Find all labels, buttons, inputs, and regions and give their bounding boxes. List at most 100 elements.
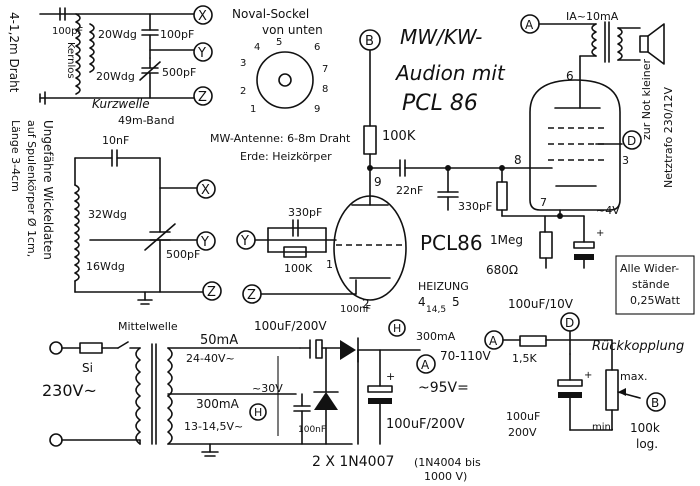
- coupling-cap-label: 22nF: [396, 184, 423, 197]
- terminal-a-supply: A: [421, 358, 430, 372]
- mittelwelle-label: Mittelwelle: [118, 320, 178, 333]
- cathode-voltage-label: ~4V: [596, 204, 620, 217]
- kw-coil-left: [75, 13, 81, 95]
- diode-note-1: (1N4004 bis: [414, 456, 481, 469]
- title-line3: PCL 86: [402, 91, 478, 116]
- terminal-a-top: A: [525, 18, 534, 32]
- cap-big-label: 100uF/200V: [386, 417, 465, 432]
- terminal-y-grid: Y: [240, 234, 249, 249]
- heater-current: 300mA: [416, 330, 456, 343]
- shortwave-section: 100pF Kernlos 20Wdg 20Wdg 100pF 500pF Ku…: [39, 5, 213, 127]
- wire-note: 4-1,2m Draht: [7, 12, 21, 93]
- cathode-cap-label: 100uF/10V: [508, 297, 574, 311]
- resistor-note-1: Alle Wider-: [620, 262, 679, 275]
- secondary-heater: [167, 395, 173, 445]
- plate-resistor-label: 100K: [382, 129, 416, 144]
- cathode-680-label: 680Ω: [486, 263, 518, 277]
- pin8-label: 8: [514, 153, 522, 167]
- pot-label-2: log.: [636, 437, 658, 451]
- voltage1-label: 24-40V~: [186, 352, 235, 365]
- feedback-cap-1: 100uF: [506, 410, 540, 423]
- kurzwelle-label: Kurzwelle: [92, 97, 150, 111]
- kw-wdg1-label: 20Wdg: [98, 28, 137, 41]
- output-cap-label: 330pF: [458, 200, 492, 213]
- winding-note-1: Ungefähre Wickeldaten: [41, 120, 55, 260]
- terminal-d-top: D: [627, 134, 636, 148]
- grid-res-label: 100K: [284, 262, 313, 275]
- mw-tune-cap-label: 500pF: [166, 248, 200, 261]
- terminal-h-heater: H: [393, 322, 401, 335]
- pentode-envelope: [529, 79, 621, 211]
- terminal-d-feedback: D: [565, 316, 574, 330]
- pot-label-1: 100k: [630, 421, 660, 435]
- socket-pin-7: 7: [322, 64, 328, 75]
- mw-wdg1-label: 32Wdg: [88, 208, 127, 221]
- approx30-label: ~30V: [252, 382, 283, 395]
- socket-pin-3: 3: [240, 58, 246, 69]
- kernlos-label: Kernlos: [65, 42, 76, 79]
- terminal-b-top: B: [365, 34, 374, 49]
- output-transformer-secondary: [617, 27, 623, 61]
- feedback-res-label: 1,5K: [512, 352, 537, 365]
- cap-top-label: 100uF/200V: [254, 319, 327, 333]
- pin7-label: 7: [540, 196, 547, 209]
- terminal-x-mw: X: [201, 183, 210, 198]
- feedback-max: max.: [620, 370, 647, 383]
- cathode-meg-label: 1Meg: [490, 233, 523, 247]
- heater-block: HEIZUNG 4 5 14,5 H 300mA: [388, 280, 469, 343]
- terminal-y-top: Y: [197, 46, 206, 61]
- antenna-note: MW-Antenne: 6-8m Draht: [210, 132, 351, 145]
- mw-coupling-cap-label: 10nF: [102, 134, 129, 147]
- triode-plate-circuit: B 100K 22nF 9 330pF 8 PCL86 Y: [236, 29, 553, 311]
- grid-cap-label: 330pF: [288, 206, 322, 219]
- cap-small-label: 100nF: [298, 425, 326, 435]
- socket-pin-9: 9: [314, 104, 320, 115]
- pin2-label: 2: [362, 297, 370, 311]
- approx95-label: ~95V=: [418, 380, 469, 396]
- pin9-label: 9: [374, 175, 382, 189]
- triode-envelope: [333, 195, 407, 301]
- winding-note-3: Länge 3-4cm: [9, 120, 22, 192]
- heater-label: HEIZUNG: [418, 280, 469, 293]
- resistor-note-2: stände: [632, 278, 670, 291]
- fuse-label: Si: [82, 361, 93, 375]
- terminal-z-mw: Z: [207, 285, 216, 300]
- terminal-z-top: Z: [198, 90, 207, 105]
- pin3-label: 3: [622, 154, 629, 167]
- side-note-1: zur Not kleiner: [640, 58, 653, 140]
- ground-note: Erde: Heizkörper: [240, 150, 332, 163]
- feedback-cap-2: 200V: [508, 426, 537, 439]
- diode-note-2: 1000 V): [424, 470, 467, 483]
- kw-cap-left-label: 100pF: [52, 26, 83, 37]
- socket-title: Noval-Sockel: [232, 7, 309, 21]
- feedback-section: D A 1,5K Rückkopplung + 100uF 200V max. …: [484, 312, 684, 451]
- terminal-x-top: X: [198, 9, 207, 24]
- svg-text:+: +: [584, 370, 592, 381]
- terminal-a-feedback: A: [489, 334, 498, 348]
- mains-transformer-primary: [135, 347, 141, 445]
- heater-pin5: 5: [452, 295, 460, 309]
- speaker-icon: [647, 23, 665, 65]
- socket-pin-2: 2: [240, 86, 246, 97]
- terminal-b-feedback: B: [651, 396, 659, 410]
- heater-pin4: 4: [418, 295, 426, 309]
- socket-pin-8: 8: [322, 84, 328, 95]
- pin6-label: 6: [566, 69, 574, 83]
- band-label: 49m-Band: [118, 114, 175, 127]
- socket-pin-5: 5: [276, 37, 282, 48]
- feedback-label: Rückkopplung: [592, 339, 684, 354]
- diodes-label: 2 X 1N4007: [312, 454, 394, 470]
- socket-subtitle: von unten: [262, 23, 323, 37]
- pentode-section: A IA~10mA 6 D 3 7 ~4V + 1Meg 680Ω: [486, 10, 665, 311]
- svg-text:+: +: [386, 370, 395, 383]
- terminal-h-supply: H: [254, 406, 262, 419]
- title-line2: Audion mit: [394, 61, 506, 85]
- terminal-y-mw: Y: [200, 235, 209, 250]
- noval-socket: Noval-Sockel von unten 4 5 6 3 7 2 8 1 9: [232, 7, 328, 115]
- kw-cap2-label: 500pF: [162, 66, 196, 79]
- winding-note-2: auf Spulenkörper Ø 1cm,: [25, 120, 38, 257]
- output-current-label: IA~10mA: [566, 10, 619, 23]
- output-transformer-primary: [591, 23, 597, 57]
